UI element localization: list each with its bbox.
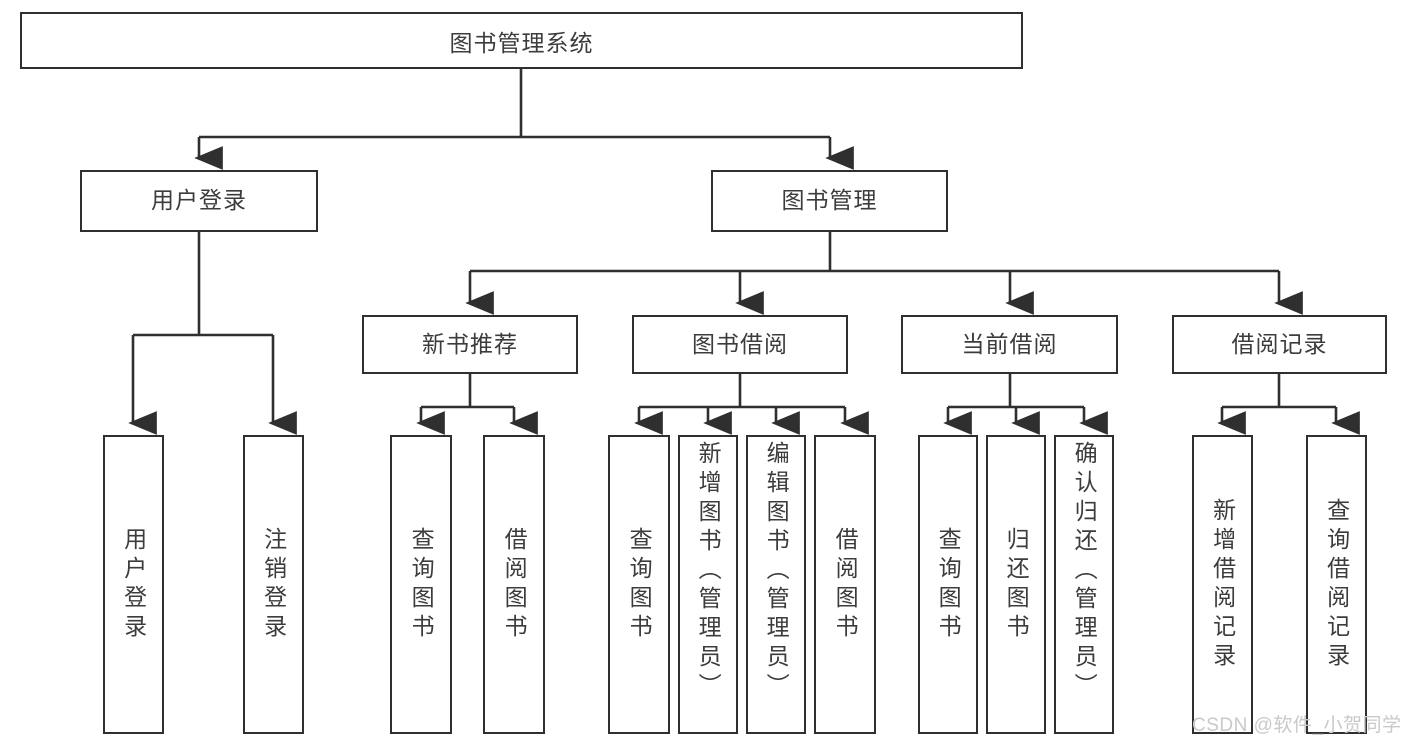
watermark: CSDN @软件_小贺同学 — [1192, 715, 1402, 736]
node-book-borrow[interactable]: 图书借阅 — [632, 315, 848, 374]
leaf-add-borrow-record[interactable]: 新增借阅记录 — [1192, 435, 1253, 734]
node-book-management[interactable]: 图书管理 — [711, 170, 948, 232]
node-new-book-recommend[interactable]: 新书推荐 — [362, 315, 578, 374]
node-new-book-recommend-label: 新书推荐 — [422, 330, 518, 357]
leaf-edit-book-admin-label: 编辑图书（管理员） — [763, 441, 790, 702]
leaf-query-book-current-label: 查询图书 — [935, 526, 962, 643]
leaf-logout-login-label: 注销登录 — [260, 526, 287, 643]
node-borrow-record-label: 借阅记录 — [1231, 330, 1328, 357]
leaf-query-borrow-record-label: 查询借阅记录 — [1323, 497, 1350, 672]
leaf-confirm-return-admin[interactable]: 确认归还（管理员） — [1054, 435, 1114, 734]
leaf-borrow-book-recommend[interactable]: 借阅图书 — [483, 435, 545, 734]
leaf-borrow-book[interactable]: 借阅图书 — [814, 435, 876, 734]
leaf-add-borrow-record-label: 新增借阅记录 — [1209, 497, 1236, 672]
node-borrow-record[interactable]: 借阅记录 — [1172, 315, 1387, 374]
leaf-query-book-current[interactable]: 查询图书 — [918, 435, 978, 734]
leaf-user-login[interactable]: 用户登录 — [103, 435, 164, 734]
leaf-query-borrow-record[interactable]: 查询借阅记录 — [1306, 435, 1367, 734]
leaf-borrow-book-label: 借阅图书 — [832, 526, 859, 643]
leaf-query-book-borrow-label: 查询图书 — [626, 526, 653, 643]
node-root-label: 图书管理系统 — [449, 29, 594, 56]
leaf-query-book-recommend-label: 查询图书 — [408, 526, 435, 643]
leaf-logout-login[interactable]: 注销登录 — [243, 435, 304, 734]
node-book-management-label: 图书管理 — [781, 187, 878, 214]
node-book-borrow-label: 图书借阅 — [692, 330, 788, 357]
leaf-confirm-return-admin-label: 确认归还（管理员） — [1071, 441, 1098, 702]
leaf-edit-book-admin[interactable]: 编辑图书（管理员） — [746, 435, 806, 734]
node-user-login[interactable]: 用户登录 — [80, 170, 318, 232]
leaf-add-book-admin-label: 新增图书（管理员） — [695, 441, 722, 702]
node-root-system[interactable]: 图书管理系统 — [20, 12, 1023, 69]
node-user-login-label: 用户登录 — [151, 187, 247, 214]
leaf-borrow-book-recommend-label: 借阅图书 — [501, 526, 528, 643]
node-current-borrow-label: 当前借阅 — [961, 330, 1058, 357]
node-current-borrow[interactable]: 当前借阅 — [901, 315, 1118, 374]
leaf-return-book-label: 归还图书 — [1003, 526, 1030, 643]
leaf-query-book-recommend[interactable]: 查询图书 — [390, 435, 452, 734]
leaf-query-book-borrow[interactable]: 查询图书 — [608, 435, 670, 734]
leaf-add-book-admin[interactable]: 新增图书（管理员） — [678, 435, 738, 734]
leaf-return-book[interactable]: 归还图书 — [986, 435, 1046, 734]
leaf-user-login-label: 用户登录 — [120, 526, 147, 643]
